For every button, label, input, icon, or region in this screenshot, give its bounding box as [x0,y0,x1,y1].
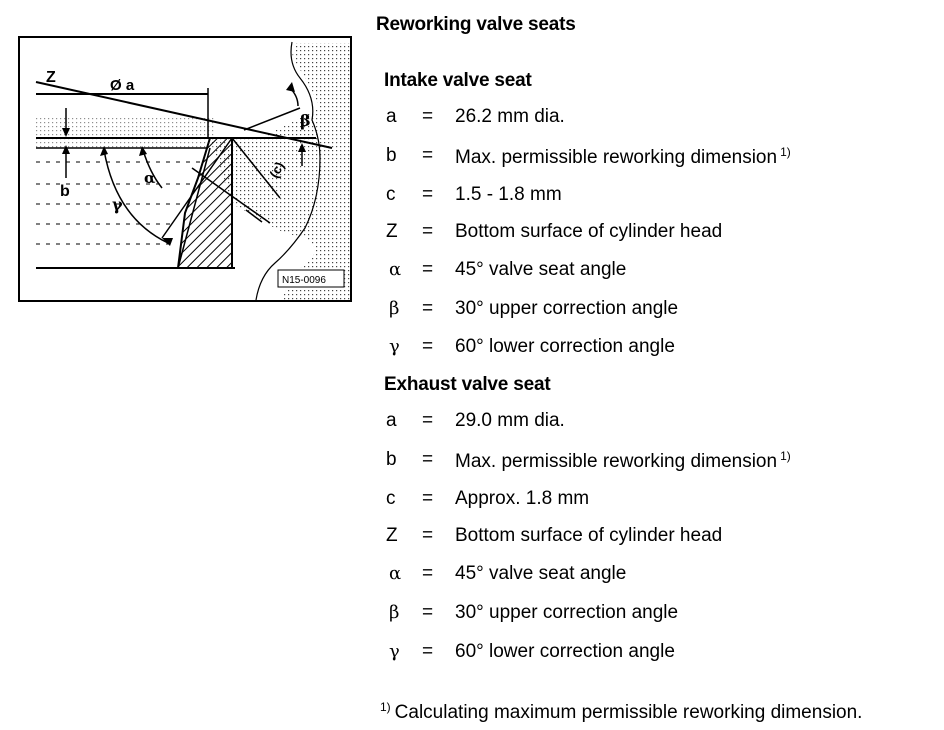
equals: = [422,602,434,623]
symbol: a [386,106,397,127]
symbol: α [389,259,402,280]
label-dia-a: Ø a [110,77,135,94]
description: 30° upper correction angle [455,602,679,623]
description: 45° valve seat angle [455,259,627,280]
label-b: b [60,183,70,200]
description: Bottom surface of cylinder head [455,525,723,546]
description: 60° lower correction angle [455,641,675,662]
symbol: γ [389,336,400,357]
equals: = [422,221,434,242]
equals: = [422,145,434,166]
symbol: c [386,184,396,205]
footnote-text: Calculating maximum permissible reworkin… [394,702,863,723]
symbol: b [386,145,397,166]
equals: = [422,488,434,509]
equals: = [422,336,434,357]
footnote-marker: 1) [380,700,391,714]
description: 1.5 - 1.8 mm [455,184,562,205]
label-beta: β [300,111,311,130]
equals: = [422,410,434,431]
symbol: γ [389,641,400,662]
equals: = [422,525,434,546]
description: 45° valve seat angle [455,563,627,584]
symbol: β [389,298,400,319]
label-alpha: α [144,169,156,187]
figure-ref: N15-0096 [282,275,326,286]
equals: = [422,184,434,205]
label-c: (c) [266,159,287,180]
equals: = [422,298,434,319]
label-gamma: γ [112,195,123,214]
description: Approx. 1.8 mm [455,488,590,509]
description: 60° lower correction angle [455,336,675,357]
symbol: a [386,410,397,431]
description: 26.2 mm dia. [455,106,565,127]
cylinder-head-body [210,43,350,300]
valve-seat-drawing: Z Ø a b γ α β (c) N15-0096 [35,41,350,300]
equals: = [422,106,434,127]
symbol: c [386,488,396,509]
symbol: β [389,602,400,623]
description: Bottom surface of cylinder head [455,221,723,242]
footnote: 1)Calculating maximum permissible rework… [380,700,862,724]
symbol: Z [386,525,398,546]
equals: = [422,449,434,470]
intake-heading: Intake valve seat [384,70,532,91]
description: 30° upper correction angle [455,298,679,319]
symbol: b [386,449,397,470]
equals: = [422,641,434,662]
label-z: Z [46,69,56,86]
exhaust-heading: Exhaust valve seat [384,374,551,395]
description: 29.0 mm dia. [455,410,565,431]
equals: = [422,259,434,280]
symbol: α [389,563,402,584]
valve-seat-diagram: Z Ø a b γ α β (c) N15-0096 [18,36,352,302]
footnote-ref: 1) [780,449,791,463]
footnote-ref: 1) [780,145,791,159]
page-title: Reworking valve seats [376,14,576,35]
symbol: Z [386,221,398,242]
equals: = [422,563,434,584]
